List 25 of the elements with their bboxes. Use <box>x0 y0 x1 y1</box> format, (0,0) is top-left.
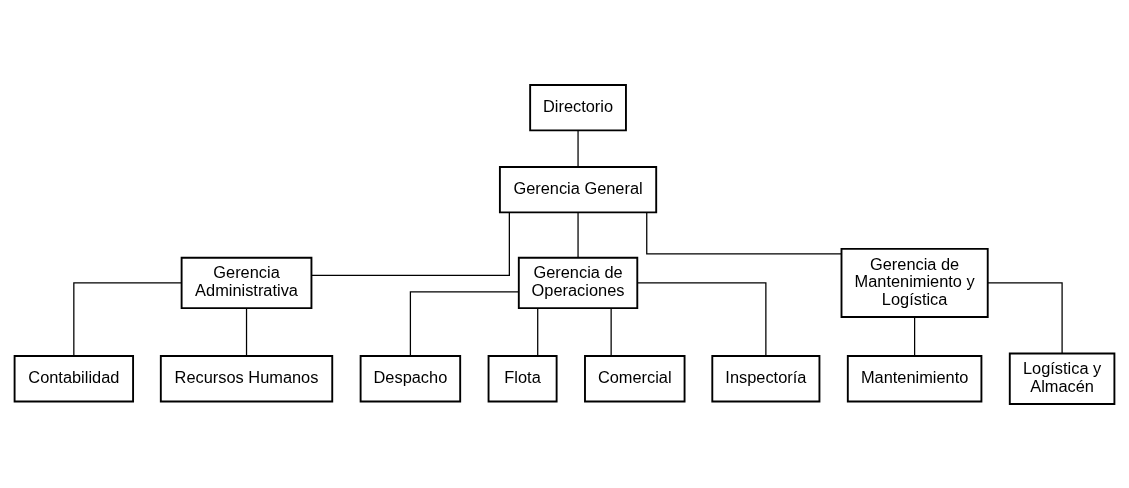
node-box: Logística y Almacén <box>1008 352 1116 405</box>
connector <box>409 290 520 356</box>
connector <box>537 307 539 357</box>
node-box: Comercial <box>584 354 686 402</box>
node-box: Gerencia de Operaciones <box>517 256 639 309</box>
node-box: Gerencia de Mantenimiento y Logística <box>840 247 989 318</box>
connector <box>577 211 579 258</box>
node-box: Directorio <box>529 83 627 131</box>
node-box: Mantenimiento <box>846 354 983 402</box>
connector <box>914 315 916 357</box>
node-box: Despacho <box>359 354 462 402</box>
node-box: Gerencia Administrativa <box>180 256 313 309</box>
connector <box>646 211 843 255</box>
node-box: Gerencia General <box>498 165 658 213</box>
connector <box>987 281 1063 354</box>
node-box: Contabilidad <box>13 354 135 402</box>
connector <box>610 307 612 357</box>
node-box: Recursos Humanos <box>159 354 334 402</box>
connector <box>636 281 767 357</box>
connector <box>245 307 248 357</box>
connector <box>73 281 182 357</box>
connector <box>577 129 579 168</box>
node-box: Inspectoría <box>711 354 821 402</box>
connector <box>310 211 510 276</box>
node-box: Flota <box>487 354 558 402</box>
